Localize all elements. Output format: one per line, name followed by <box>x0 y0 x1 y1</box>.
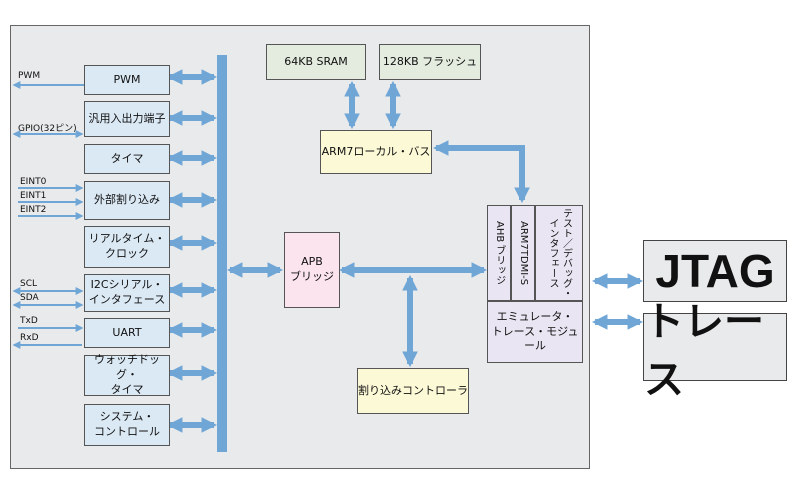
peripheral-gpio: 汎用入出力端子 <box>84 101 170 137</box>
peripheral-uart: UART <box>84 318 170 348</box>
test-debug-interface-block: テスト／デバッグ・ インタフェース <box>535 205 583 301</box>
peripheral-pwm: PWM <box>84 65 170 95</box>
txd-signal-label: TxD <box>20 316 38 326</box>
interrupt-controller-block: 割り込みコントローラ <box>357 368 469 414</box>
arm-core-block: ARM7TDMI-S <box>511 205 535 301</box>
rxd-signal-label: RxD <box>20 333 39 343</box>
sda-signal-label: SDA <box>20 293 39 303</box>
peripheral-i2c: I2Cシリアル・ インタフェース <box>84 274 170 312</box>
peripheral-external-interrupt: 外部割り込み <box>84 181 170 220</box>
trace-output-block: トレース <box>643 300 787 402</box>
localbus-core-arrow <box>432 140 530 204</box>
eint2-signal-label: EINT2 <box>20 205 47 215</box>
sram-block: 64KB SRAM <box>266 44 366 80</box>
peripheral-watchdog: ウォッチドッグ・ タイマ <box>84 353 170 396</box>
eint0-signal-label: EINT0 <box>20 177 47 187</box>
arm-core-label: ARM7TDMI-S <box>517 220 529 286</box>
pwm-signal-label: PWM <box>18 71 41 81</box>
jtag-output-block: JTAG <box>643 240 787 302</box>
local-bus-block: ARM7ローカル・バス <box>320 130 432 174</box>
gpio-signal-label: GPIO(32ピン) <box>18 124 77 134</box>
eint1-signal-label: EINT1 <box>20 191 47 201</box>
peripheral-timer: タイマ <box>84 144 170 174</box>
scl-signal-label: SCL <box>20 279 38 289</box>
ahb-bridge-block: AHB ブリッジ <box>487 205 511 301</box>
peripheral-rtc: リアルタイム・ クロック <box>84 226 170 268</box>
emulator-trace-module-block: エミュレータ・ トレース・モジュール <box>487 301 583 363</box>
ahb-bridge-label: AHB ブリッジ <box>493 220 505 286</box>
apb-bridge-block: APB ブリッジ <box>284 232 340 308</box>
test-debug-label: テスト／デバッグ・ インタフェース <box>547 208 572 298</box>
peripheral-system-control: システム・ コントロール <box>84 404 170 446</box>
flash-block: 128KB フラッシュ <box>379 44 481 80</box>
